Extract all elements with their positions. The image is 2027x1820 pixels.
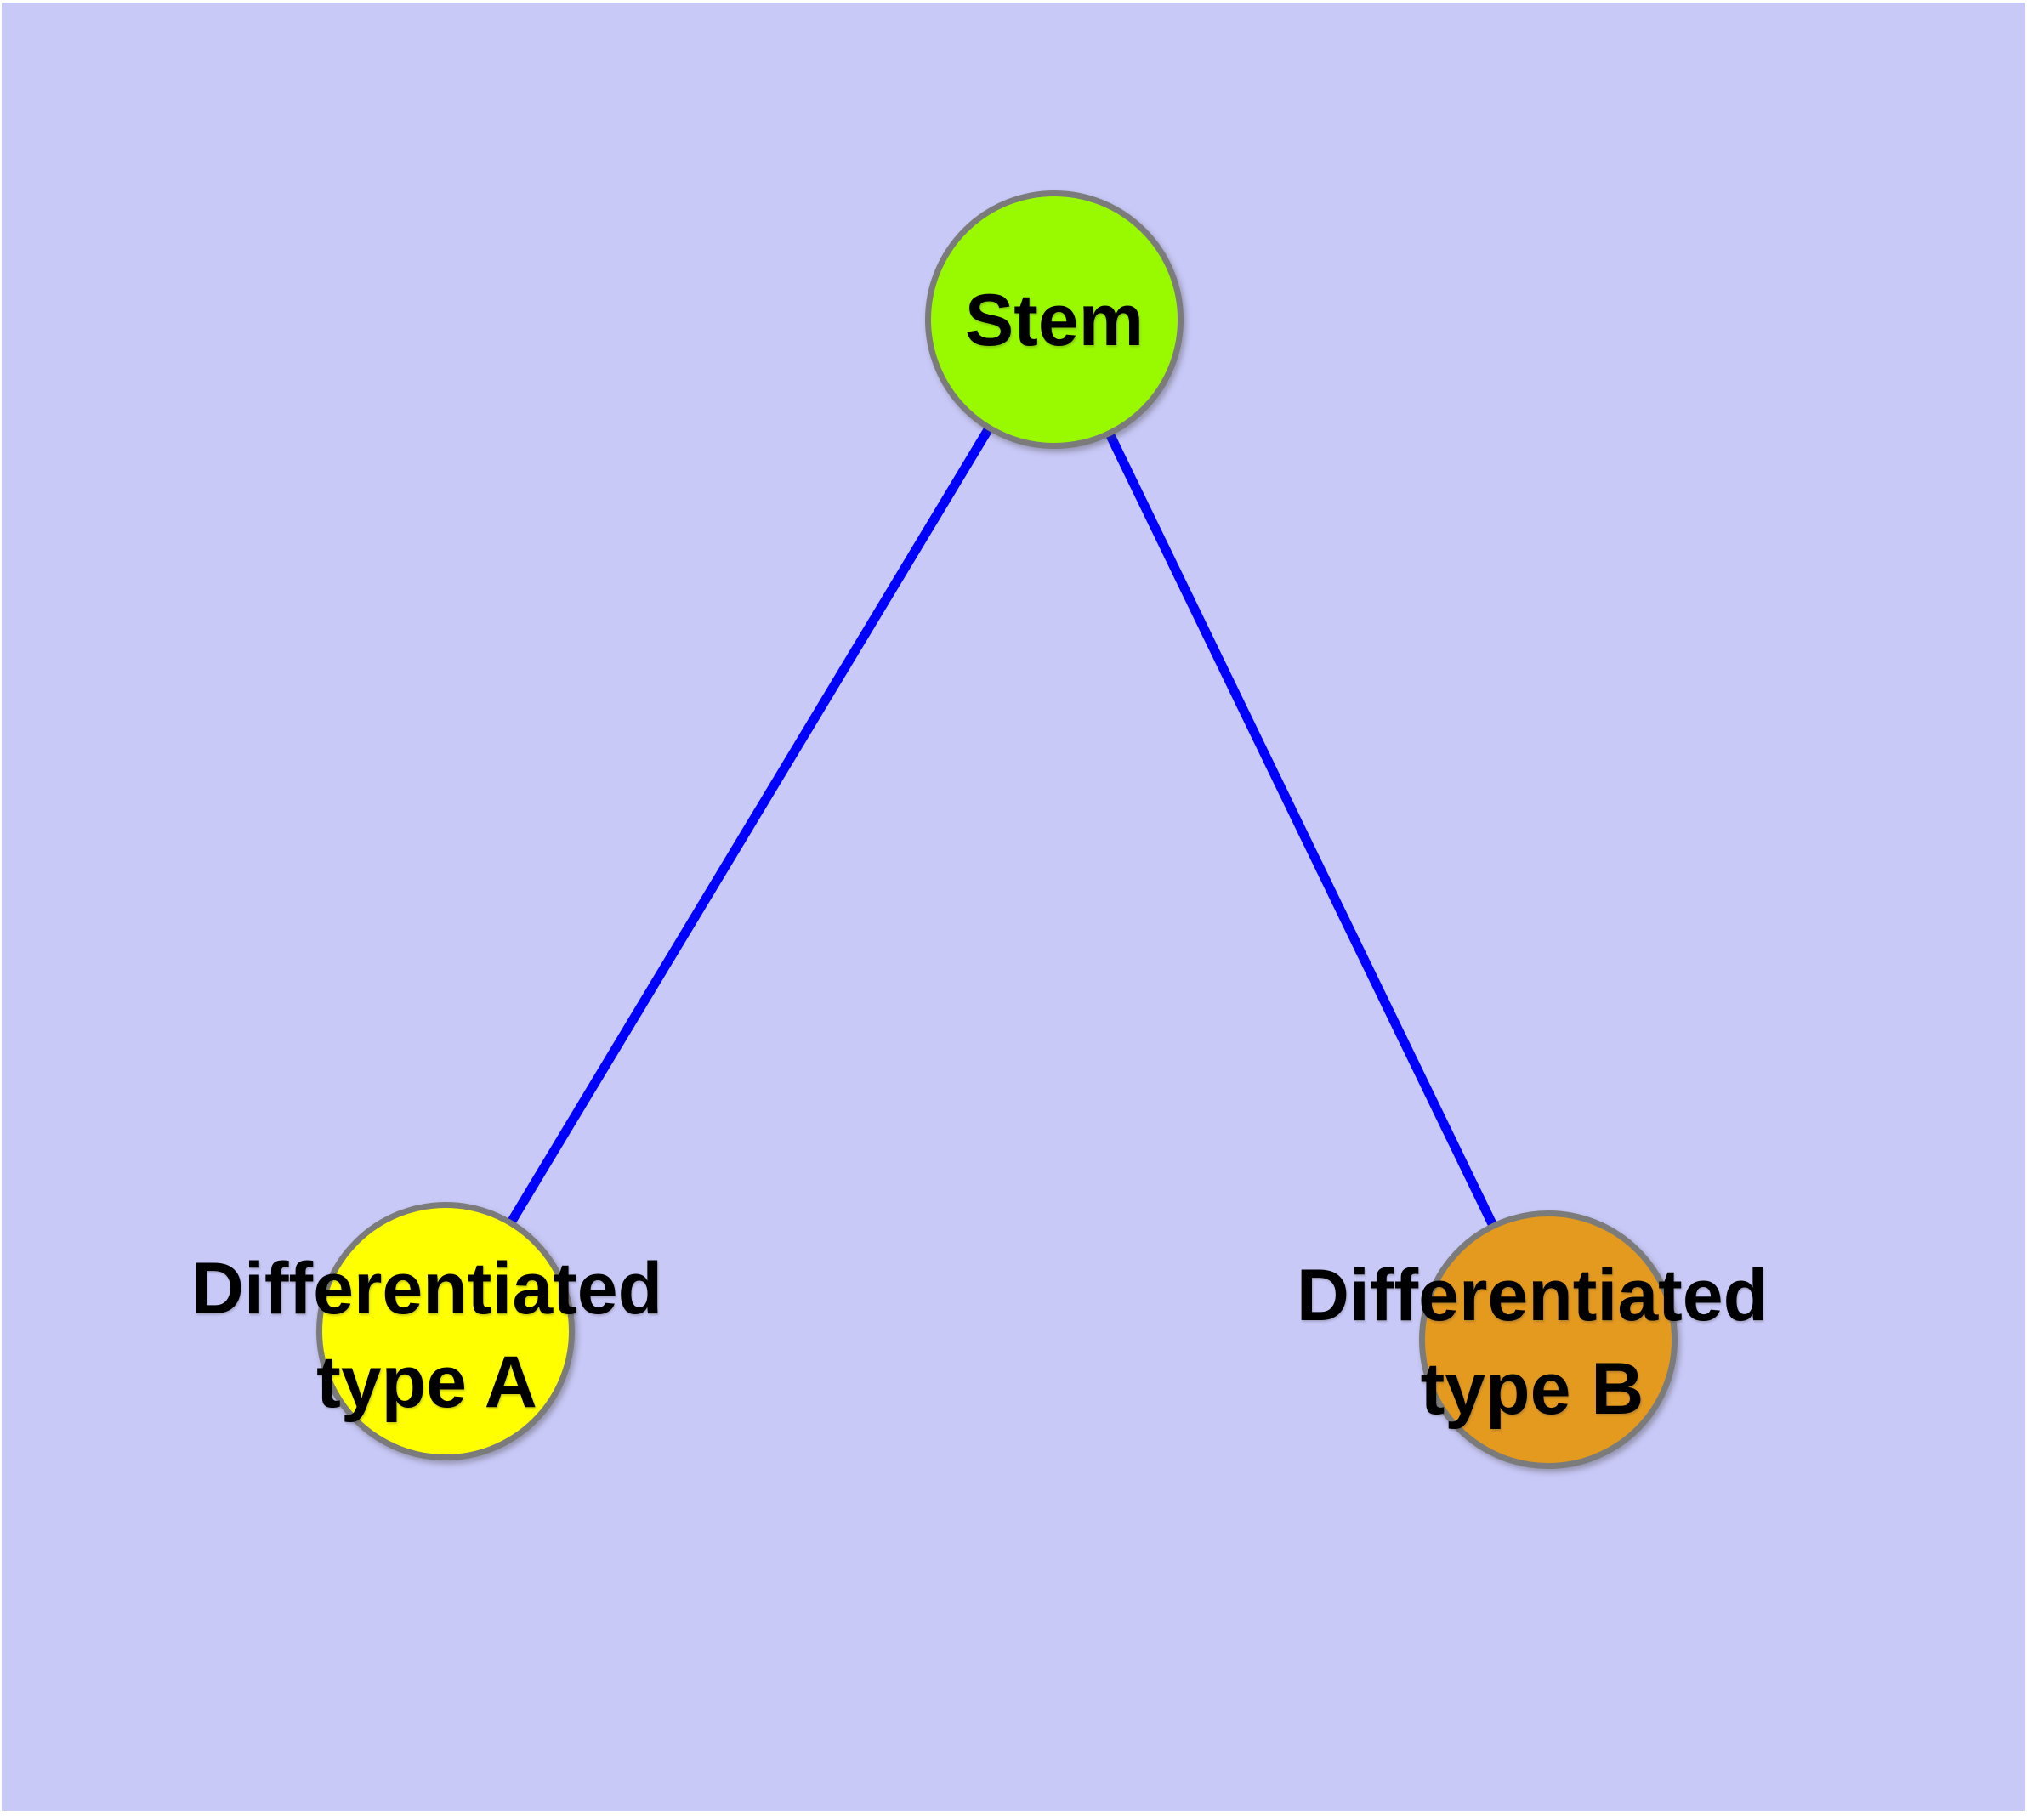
node-differentiated-type-b xyxy=(1419,1210,1678,1469)
node-stem xyxy=(925,190,1184,449)
graph-canvas: Stem Differentiated type A Differentiate… xyxy=(2,3,2025,1811)
label-line: type B xyxy=(1420,1348,1644,1430)
node-stem-label: Stem xyxy=(965,274,1144,367)
node-type-b-label: Differentiated type B xyxy=(1297,1249,1768,1436)
edges-layer xyxy=(441,317,1553,1342)
node-differentiated-type-a xyxy=(316,1202,575,1460)
edge-stem-to-type-a xyxy=(441,317,1059,1334)
label-line: Stem xyxy=(964,280,1144,361)
label-line: Differentiated xyxy=(1296,1255,1769,1336)
label-line: type A xyxy=(316,1341,537,1423)
edge-stem-to-type-b xyxy=(1050,317,1553,1342)
node-type-a-label: Differentiated type A xyxy=(191,1242,662,1429)
label-line: Differentiated xyxy=(190,1248,663,1330)
